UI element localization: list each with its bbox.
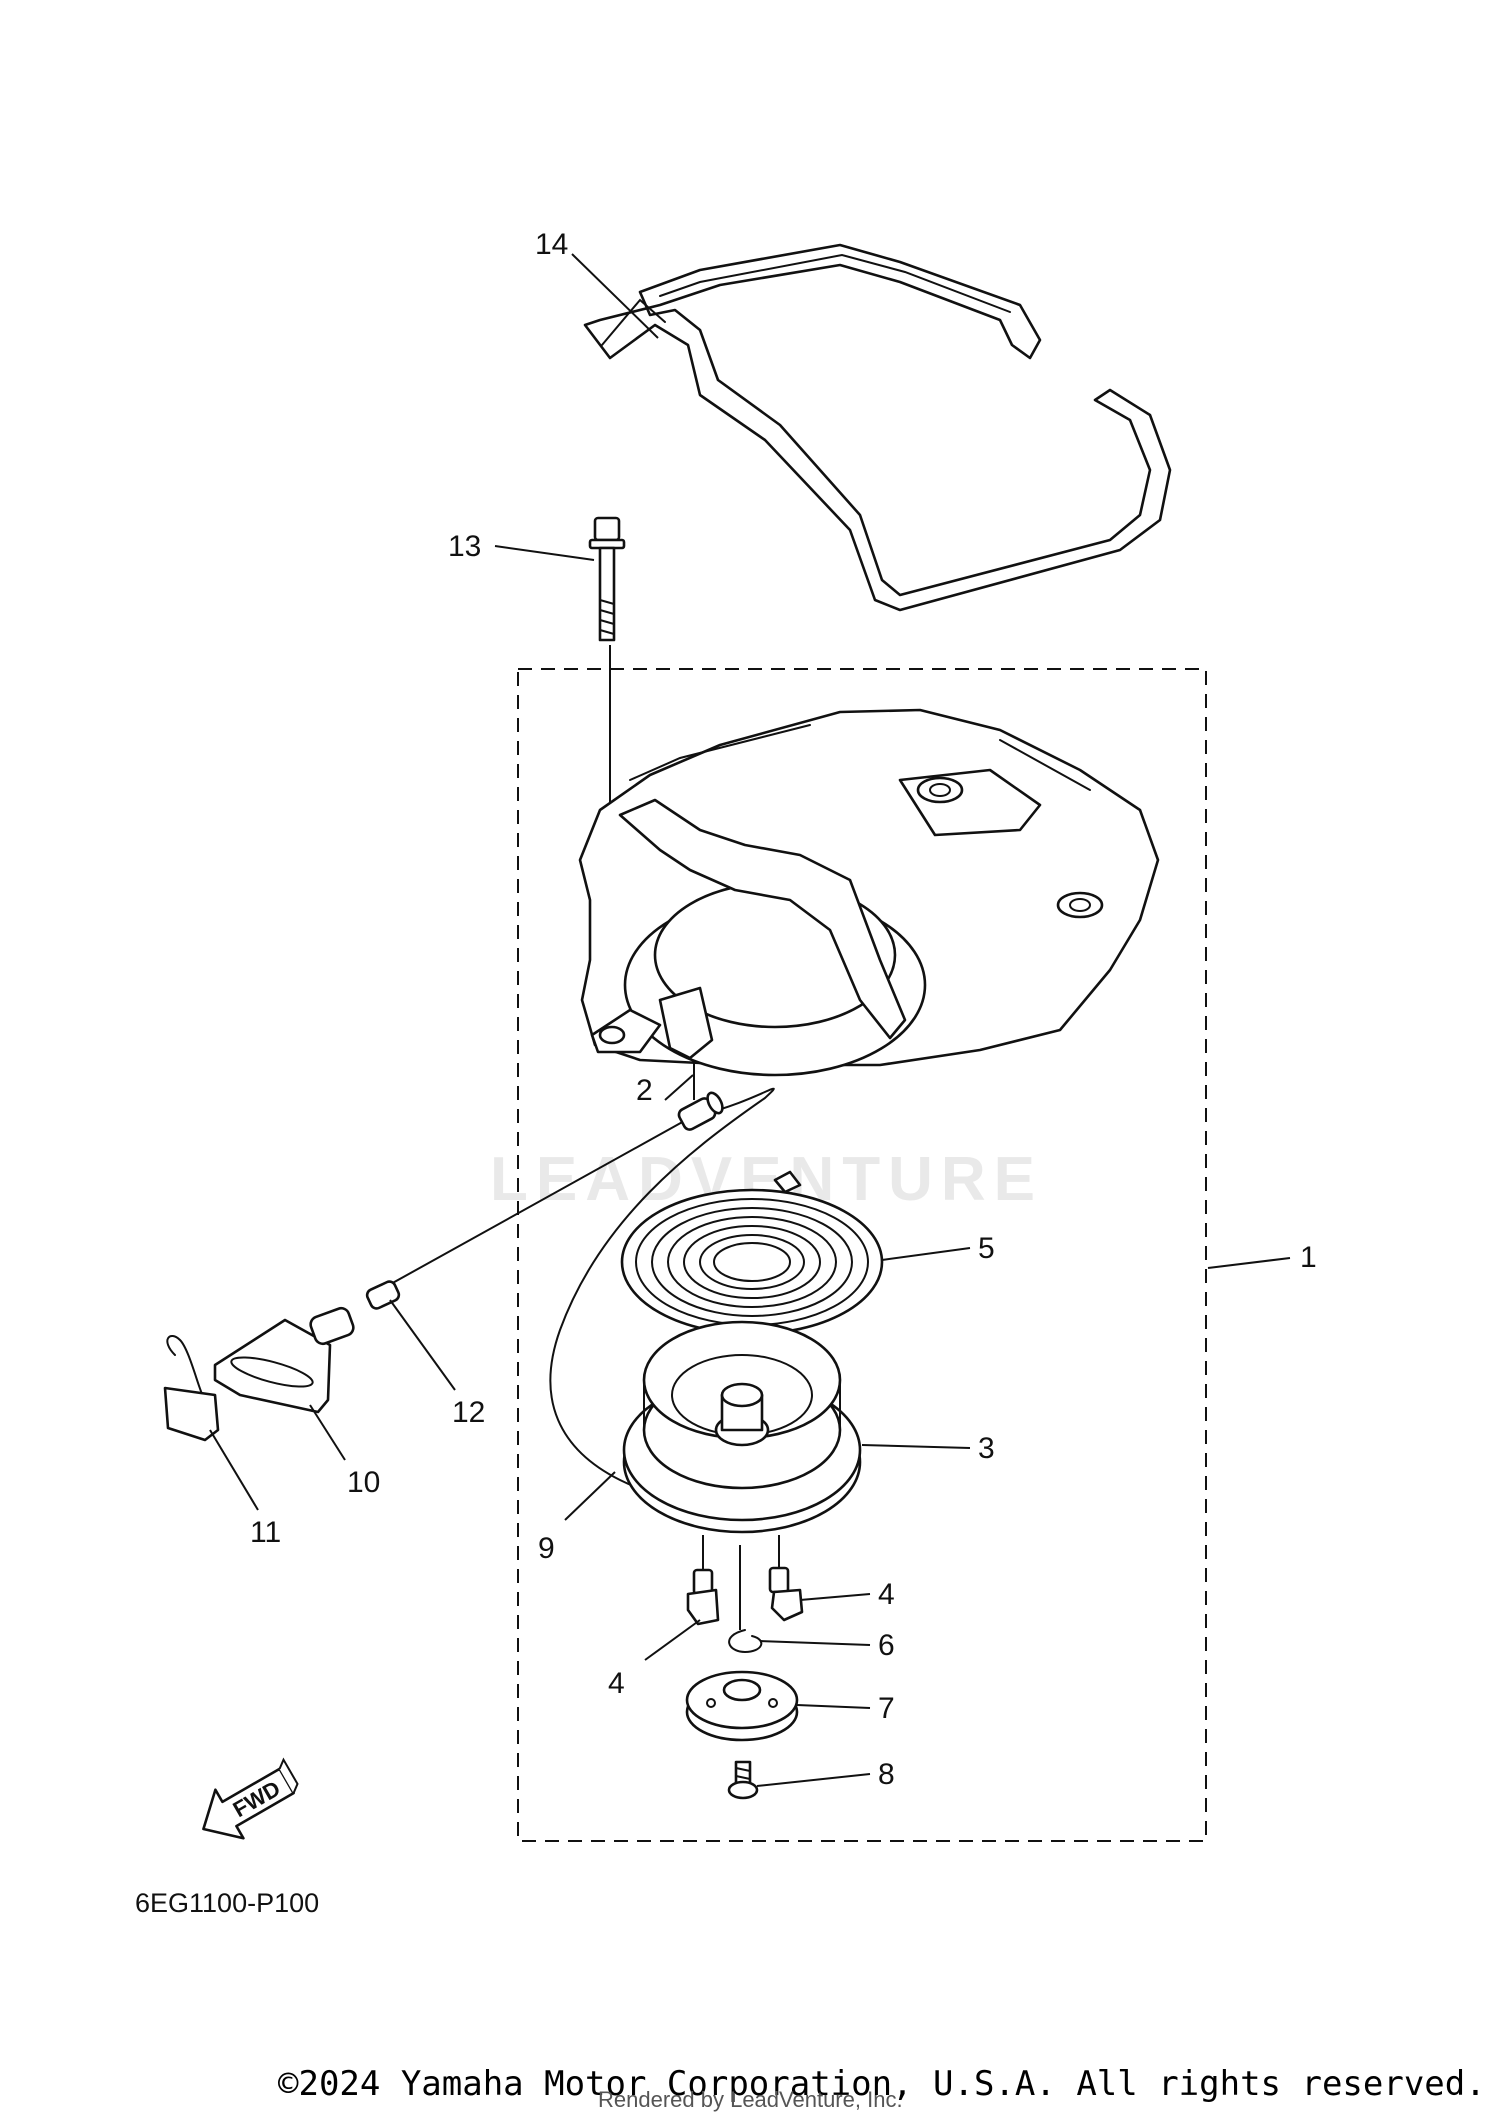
assembly-boundary <box>517 668 1207 1842</box>
part-3-pulley[interactable] <box>622 1320 862 1534</box>
callout-5: 5 <box>978 1232 995 1265</box>
leader-3 <box>861 1444 971 1449</box>
part-6-clip[interactable] <box>728 1629 763 1654</box>
leader-8 <box>756 1773 871 1787</box>
leader-6 <box>759 1640 871 1646</box>
leader-11 <box>209 1429 259 1511</box>
part-8-screw[interactable] <box>727 1760 759 1800</box>
rendered-by-credit: Rendered by LeadVenture, Inc. <box>598 2087 903 2112</box>
leader-10 <box>309 1404 346 1461</box>
callout-14: 14 <box>535 228 568 261</box>
part-7-plate[interactable] <box>685 1670 799 1742</box>
leader-4a <box>644 1619 701 1661</box>
leader-1 <box>1207 1257 1291 1269</box>
part-14-cover[interactable] <box>583 243 1172 612</box>
part-4-pawl-left[interactable] <box>686 1568 720 1626</box>
callout-13: 13 <box>448 530 481 563</box>
leader-7 <box>796 1704 871 1709</box>
part-12-rope-grommet[interactable] <box>365 1280 401 1311</box>
part-4-pawl-right[interactable] <box>768 1566 804 1622</box>
callout-8: 8 <box>878 1758 895 1791</box>
callout-12: 12 <box>452 1396 485 1429</box>
leader-14 <box>571 253 659 339</box>
callout-9: 9 <box>538 1532 555 1565</box>
callout-4-right: 4 <box>878 1578 895 1611</box>
callout-10: 10 <box>347 1466 380 1499</box>
leader-12 <box>389 1299 456 1391</box>
callout-7: 7 <box>878 1692 895 1725</box>
leader-9 <box>564 1471 616 1521</box>
fwd-arrow-icon: FWD <box>202 1757 299 1840</box>
part-13-bolt[interactable] <box>588 516 626 642</box>
diagram-code: 6EG1100-P100 <box>135 1888 319 1918</box>
callout-4-left: 4 <box>608 1667 625 1700</box>
part-11-rope-end[interactable] <box>163 1335 220 1442</box>
part-2-grommet[interactable] <box>677 1090 726 1131</box>
leader-13 <box>494 545 595 561</box>
starter-housing[interactable] <box>578 708 1160 1077</box>
callout-3: 3 <box>978 1432 995 1465</box>
leader-4b <box>799 1593 871 1601</box>
callout-11: 11 <box>250 1516 281 1549</box>
leader-5 <box>881 1247 971 1261</box>
part-10-handle[interactable] <box>213 1306 356 1414</box>
leader-2 <box>664 1074 694 1101</box>
callout-1: 1 <box>1300 1241 1317 1274</box>
callout-2: 2 <box>636 1074 653 1107</box>
callout-6: 6 <box>878 1629 895 1662</box>
part-9-rope[interactable] <box>549 1087 775 1501</box>
rope-to-handle <box>379 1114 696 1291</box>
copyright-notice: ©2024 Yamaha Motor Corporation, U.S.A. A… <box>278 2064 1486 2104</box>
